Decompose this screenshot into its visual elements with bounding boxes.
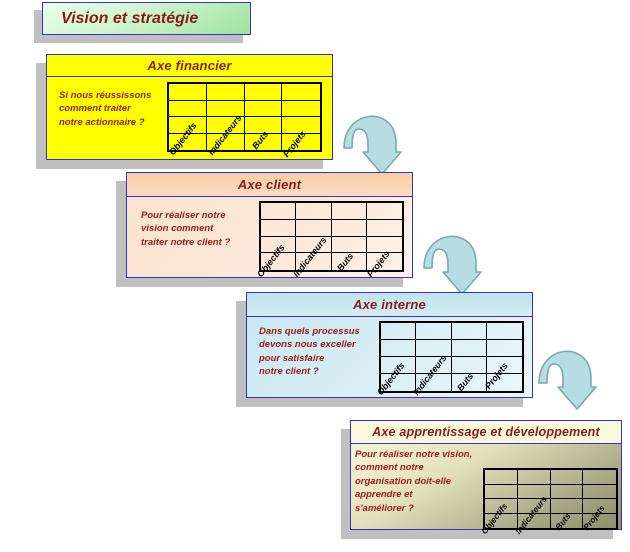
grid-cell	[485, 484, 518, 499]
grid-cell	[296, 253, 332, 270]
grid-cell	[261, 219, 297, 237]
grid-cell	[583, 485, 616, 499]
grid-cell	[206, 100, 245, 117]
financier-scorecard-grid: Objectifs Indicateurs Buts Projets	[167, 82, 322, 159]
perspective-card-interne: Axe interne Dans quels processus devons …	[246, 292, 533, 398]
grid-cell	[381, 323, 417, 340]
grid-cell	[485, 513, 518, 528]
perspective-card-financier: Axe financier Si nous réussissons commen…	[46, 54, 333, 160]
grid-cell	[332, 253, 367, 270]
apprentissage-body: Pour réaliser notre vision, comment notr…	[351, 444, 621, 552]
apprentissage-scorecard-grid: Objectifs Indicateurs Buts Projets	[479, 468, 618, 536]
grid-cell	[367, 253, 402, 270]
grid-cell	[451, 323, 487, 340]
grid-cell	[551, 513, 584, 528]
grid-cell	[331, 236, 367, 254]
grid-cell	[261, 236, 297, 254]
grid-cell	[486, 357, 522, 374]
grid-cell	[261, 203, 297, 220]
grid-cell	[486, 340, 522, 357]
financier-body: Si nous réussissons comment traiter notr…	[47, 77, 332, 181]
grid-cell	[451, 357, 487, 374]
grid-cell	[452, 374, 487, 391]
grid-cell	[169, 133, 207, 150]
client-scorecard-grid: Objectifs Indicateurs Buts Projets	[255, 201, 404, 279]
grid-cell	[416, 357, 452, 374]
grid-cell	[169, 84, 207, 101]
grid-cell	[296, 203, 332, 220]
grid-cell	[451, 340, 487, 357]
grid-cell	[331, 203, 367, 220]
vision-strategy-title-box: Vision et stratégie	[42, 2, 251, 35]
grid-cell	[517, 484, 551, 499]
grid-cell	[381, 340, 417, 357]
grid-cell	[366, 203, 402, 220]
interne-header: Axe interne	[247, 293, 532, 317]
grid-cell	[296, 236, 332, 254]
page-title: Vision et stratégie	[61, 9, 199, 27]
grid-cell	[416, 323, 452, 340]
grid-cell	[244, 100, 283, 117]
grid-cell	[381, 357, 417, 374]
client-body: Pour réaliser notre vision comment trait…	[127, 197, 412, 301]
grid-cell	[550, 499, 584, 514]
grid-cell	[331, 219, 367, 237]
grid-cell	[261, 253, 297, 270]
grid-cell	[282, 117, 320, 134]
grid-cell	[550, 484, 584, 499]
arrow-interne-to-apprentissage	[535, 343, 597, 420]
grid-cell	[517, 499, 551, 514]
grid-cell	[550, 470, 584, 485]
grid-cell	[485, 499, 518, 514]
grid-cell	[416, 340, 452, 357]
grid-cell	[487, 374, 522, 391]
perspective-card-client: Axe client Pour réaliser notre vision co…	[126, 172, 413, 279]
client-question: Pour réaliser notre vision comment trait…	[141, 210, 231, 248]
grid-cell	[381, 374, 417, 391]
grid-cell	[207, 133, 245, 150]
interne-question: Dans quels processus devons nous excelle…	[259, 326, 360, 378]
grid-cell	[366, 220, 402, 237]
client-header: Axe client	[127, 173, 412, 197]
apprentissage-question: Pour réaliser notre vision, comment notr…	[355, 449, 473, 514]
grid-cell	[583, 470, 616, 485]
grid-cell	[244, 84, 283, 101]
interne-scorecard-grid: Objectifs Indicateurs Buts Projets	[375, 321, 524, 397]
grid-cell	[244, 117, 283, 134]
apprentissage-header: Axe apprentissage et développement	[351, 421, 621, 444]
grid-cell	[296, 219, 332, 237]
interne-body: Dans quels processus devons nous excelle…	[247, 317, 532, 421]
grid-cell	[206, 117, 245, 134]
grid-cell	[282, 84, 320, 101]
diagram-canvas: Vision et stratégie Axe financier Si nou…	[34, 2, 622, 539]
grid-cell	[583, 499, 616, 514]
grid-cell	[169, 117, 207, 134]
financier-header: Axe financier	[47, 55, 332, 77]
grid-cell	[282, 134, 320, 151]
grid-cell	[206, 84, 245, 101]
perspective-card-apprentissage: Axe apprentissage et développement Pour …	[350, 420, 622, 536]
grid-cell	[366, 237, 402, 254]
financier-question: Si nous réussissons comment traiter notr…	[59, 90, 152, 128]
grid-cell	[169, 100, 207, 117]
grid-cell	[282, 101, 320, 117]
grid-cell	[517, 470, 551, 485]
grid-cell	[518, 513, 551, 528]
grid-cell	[245, 133, 283, 150]
grid-cell	[485, 470, 518, 485]
grid-cell	[486, 323, 522, 340]
grid-cell	[583, 514, 616, 529]
grid-cell	[416, 374, 452, 391]
